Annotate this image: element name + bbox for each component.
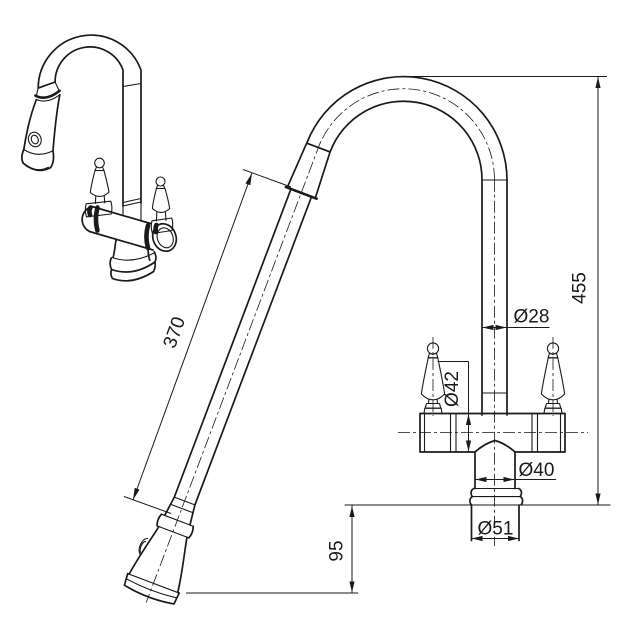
dimension-95: 95 [186, 505, 358, 594]
persp-spray-button [27, 131, 42, 148]
mounting-shank [470, 504, 520, 542]
persp-body [81, 205, 178, 253]
dim-label-370: 370 [160, 314, 191, 351]
right-handle [540, 342, 566, 415]
persp-spray-head [21, 81, 61, 172]
dim-label-d28: Ø28 [514, 307, 550, 328]
perspective-view [21, 34, 178, 282]
dimension-d40: Ø40 [475, 460, 556, 483]
outlet-tube [474, 451, 516, 490]
base-flange [469, 487, 524, 506]
dim-label-95: 95 [327, 540, 348, 561]
dim-label-d40: Ø40 [519, 460, 555, 481]
left-handle [420, 342, 446, 415]
spray-button [138, 537, 149, 555]
persp-gooseneck [37, 34, 142, 207]
hose [173, 188, 313, 506]
gooseneck-spout [305, 75, 508, 416]
front-view [123, 75, 611, 605]
dimension-d28: Ø28 [482, 307, 550, 331]
dim-label-455: 455 [570, 272, 591, 304]
persp-base [109, 239, 157, 282]
dimension-455: 455 [404, 76, 607, 505]
dim-label-d42: Ø42 [442, 371, 463, 407]
dimension-d51: Ø51 [471, 519, 519, 542]
dimension-d42: Ø42 [437, 361, 472, 452]
dimensions: 370 455 95 Ø28 [123, 76, 607, 594]
dim-label-d51: Ø51 [478, 519, 514, 540]
spray-head [123, 513, 195, 605]
dimension-370: 370 [123, 169, 292, 514]
centerlines [318, 88, 588, 546]
pullout-hose-assembly [123, 142, 331, 605]
